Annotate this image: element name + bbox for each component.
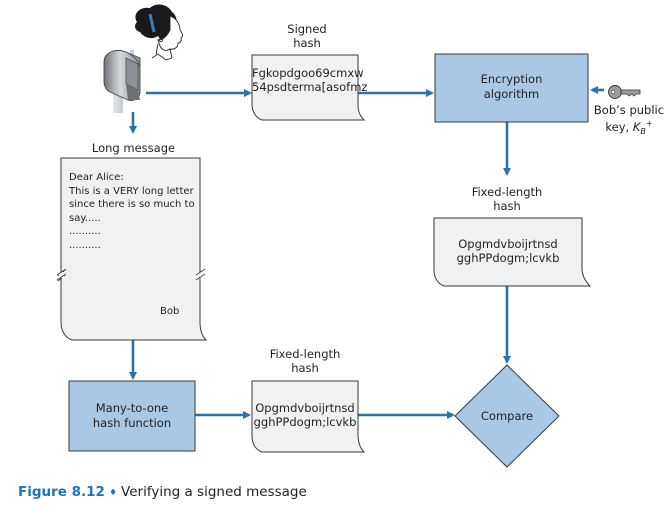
- public-key-superscript: +: [645, 119, 653, 128]
- hash-function-box: [68, 380, 196, 452]
- decrypted-hash-document: [433, 217, 592, 287]
- hash-function-label-line1: Many-to-one: [95, 401, 169, 415]
- public-key-subscript: B: [640, 127, 646, 137]
- public-key-prefix: key,: [605, 119, 633, 134]
- computed-hash-label-line1: Fixed-length: [269, 347, 341, 361]
- compare-diamond: [454, 364, 560, 468]
- connectors: [129, 86, 604, 419]
- key-icon: [608, 85, 641, 99]
- decrypted-hash-label-line2: hash: [493, 199, 521, 213]
- figure-caption: Figure 8.12♦Verifying a signed message: [18, 484, 307, 500]
- decrypted-hash-text-line1: Opgmdvboijrtnsd: [458, 237, 558, 251]
- encryption-label-line1: Encryption: [480, 72, 543, 86]
- letter-signature: Bob: [160, 306, 180, 317]
- public-key-label: Bob’s public key, KB+: [586, 103, 672, 139]
- mailbox-icon: [103, 50, 141, 113]
- decrypted-hash-label: Fixed-length hash: [457, 185, 557, 213]
- encryption-label-line2: algorithm: [483, 87, 540, 101]
- letter-line: ..........: [69, 239, 101, 251]
- hash-function-label-line2: hash function: [92, 416, 172, 430]
- signed-hash-label-line2: hash: [293, 36, 321, 50]
- signed-hash-text-line1: Fgkopdgoo69cmxw: [252, 66, 364, 80]
- long-message-label: Long message: [91, 141, 176, 155]
- compare-label: Compare: [480, 409, 534, 423]
- signed-hash-label: Signed hash: [262, 22, 352, 50]
- computed-hash-text-line2: gghPPdogm;lcvkb: [253, 415, 357, 429]
- computed-hash-value: Opgmdvboijrtnsd gghPPdogm;lcvkb: [252, 401, 358, 429]
- signed-hash-document: [251, 54, 366, 121]
- decrypted-hash-text-line2: gghPPdogm;lcvkb: [456, 251, 560, 265]
- public-key-label-line1: Bob’s public: [593, 103, 665, 117]
- letter-line: Dear Alice:: [69, 172, 124, 183]
- computed-hash-document: [251, 380, 366, 453]
- letter-line: ..........: [69, 226, 101, 237]
- decrypted-hash-label-line1: Fixed-length: [471, 185, 543, 199]
- figure-number: Figure 8.12: [18, 484, 105, 500]
- letter-line: say.....: [69, 212, 101, 224]
- long-message-body: Dear Alice: This is a VERY long letter s…: [69, 171, 201, 252]
- letter-line: This is a VERY long letter: [69, 185, 194, 197]
- signed-hash-text-line2: 54psdterma[asofmz: [252, 80, 368, 94]
- long-message-document: [60, 157, 208, 341]
- computed-hash-label: Fixed-length hash: [255, 347, 355, 375]
- signed-hash-value: Fgkopdgoo69cmxw 54psdterma[asofmz: [252, 66, 368, 94]
- public-key-label-line2: key, KB+: [586, 117, 672, 139]
- decrypted-hash-value: Opgmdvboijrtnsd gghPPdogm;lcvkb: [434, 237, 582, 265]
- letter-line: since there is so much to: [69, 199, 195, 210]
- signed-hash-label-line1: Signed: [287, 22, 327, 36]
- figure-title: Verifying a signed message: [121, 484, 307, 500]
- computed-hash-label-line2: hash: [291, 361, 319, 375]
- truncation-marks: [56, 268, 206, 282]
- public-key-symbol: K: [632, 119, 641, 134]
- computed-hash-text-line1: Opgmdvboijrtnsd: [255, 401, 355, 415]
- alice-face-icon: [135, 4, 183, 61]
- encryption-algorithm-label: Encryption algorithm: [435, 72, 588, 102]
- hash-function-label: Many-to-one hash function: [69, 401, 195, 431]
- encryption-algorithm-box: [434, 53, 589, 123]
- caption-separator-icon: ♦: [108, 488, 118, 498]
